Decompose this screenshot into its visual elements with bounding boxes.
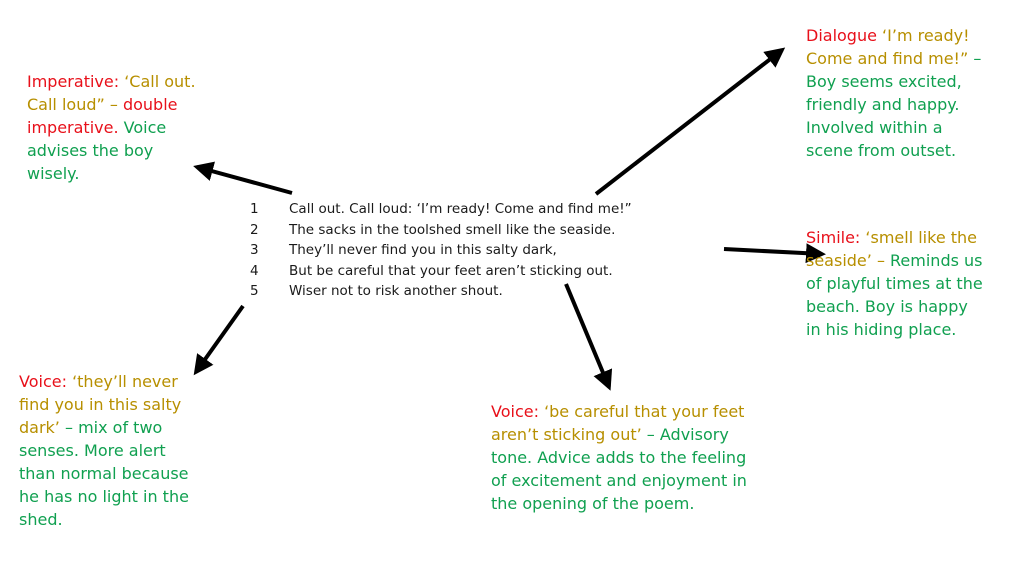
line-number: 3 <box>250 242 259 258</box>
line-text: The sacks in the toolshed smell like the… <box>289 221 616 238</box>
line-number: 4 <box>250 262 259 279</box>
line-number: 2 <box>250 221 259 238</box>
arrow-to-imperative <box>193 161 293 195</box>
annotation-comment: Voice advises the boy wisely. <box>27 118 167 183</box>
annotation-term: Imperative: <box>27 72 120 91</box>
poem-line: 4 But be careful that your feet aren’t s… <box>250 261 632 282</box>
annotation-term: Dialogue <box>806 26 877 45</box>
arrow-to-voice-careful <box>564 283 613 391</box>
line-text: But be careful that your feet aren’t sti… <box>289 262 613 279</box>
annotation-term: Voice: <box>491 402 539 421</box>
line-number: 5 <box>250 283 259 299</box>
annotation-quote: ‘smell like the seaside’ – <box>806 228 978 270</box>
annotation-voice-salty: Voice: ‘they’ll never find you in this s… <box>19 370 197 531</box>
annotation-voice-careful: Voice: ‘be careful that your feet aren’t… <box>491 400 766 515</box>
annotation-comment: – Advisory tone. Advice adds to the feel… <box>491 425 747 513</box>
annotation-comment: – mix of two senses. More alert than nor… <box>19 418 189 529</box>
annotation-simile: Simile: ‘smell like the seaside’ – Remin… <box>806 226 984 341</box>
annotation-dialogue: Dialogue ‘I’m ready! Come and find me!” … <box>806 24 984 162</box>
line-text: Wiser not to risk another shout. <box>289 283 503 299</box>
annotation-term: Simile: <box>806 228 861 247</box>
arrow-to-simile <box>723 243 826 264</box>
poem-extract: 1 Call out. Call loud: ‘I’m ready! Come … <box>250 199 632 302</box>
annotation-quote: ‘they’ll never find you in this salty da… <box>19 372 182 437</box>
poem-line: 2 The sacks in the toolshed smell like t… <box>250 220 632 241</box>
annotation-quote: ‘be careful that your feet aren’t sticki… <box>491 402 745 444</box>
line-number: 1 <box>250 201 259 217</box>
line-text: They’ll never find you in this salty dar… <box>289 242 557 258</box>
poem-line: 3 They’ll never find you in this salty d… <box>250 240 632 261</box>
annotation-imperative: Imperative: ‘Call out. Call loud” – doub… <box>27 70 207 185</box>
annotation-comment: Reminds us of playful times at the beach… <box>806 251 983 339</box>
line-text: Call out. Call loud: ‘I’m ready! Come an… <box>289 201 632 217</box>
annotation-comment: – Boy seems excited, friendly and happy.… <box>806 49 982 160</box>
annotation-term: Voice: <box>19 372 67 391</box>
annotation-term: double imperative. <box>27 95 178 137</box>
annotation-quote: ‘I’m ready! Come and find me!” <box>806 26 970 68</box>
poem-line: 5 Wiser not to risk another shout. <box>250 281 632 302</box>
arrow-to-dialogue <box>594 47 786 196</box>
annotation-quote: ‘Call out. Call loud” – <box>27 72 196 114</box>
poem-line: 1 Call out. Call loud: ‘I’m ready! Come … <box>250 199 632 220</box>
arrow-to-voice-salty <box>193 304 245 376</box>
